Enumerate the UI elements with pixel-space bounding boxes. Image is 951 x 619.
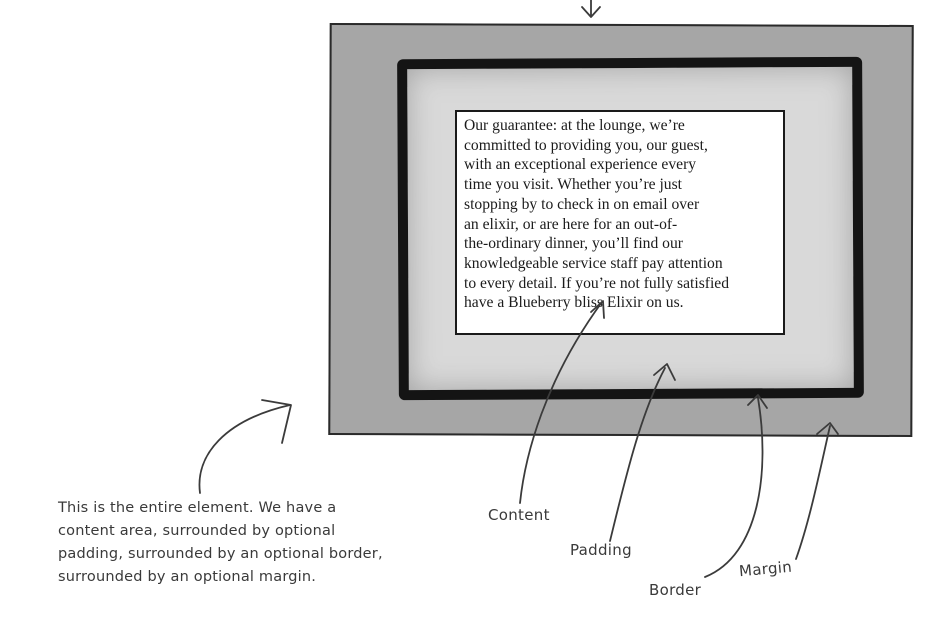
element-arrow	[198, 404, 291, 494]
caption-line: surrounded by an optional margin.	[58, 569, 317, 585]
caption-line: This is the entire element. We have a	[58, 500, 337, 516]
content-line: stopping by to check in on email over	[464, 195, 700, 213]
content-line: the-ordinary dinner, you’ll find our	[464, 235, 683, 253]
content-line: have a Blueberry bliss Elixir on us.	[464, 294, 684, 312]
label-padding: Padding	[570, 541, 632, 559]
content-line: to every detail. If you’re not fully sat…	[464, 274, 730, 292]
content-line: with an exceptional experience every	[464, 156, 697, 174]
content-line: an elixir, or are here for an out-of-	[464, 215, 678, 233]
label-border: Border	[649, 581, 702, 599]
element-arrow-head	[261, 399, 292, 444]
caption-line: padding, surrounded by an optional borde…	[58, 546, 383, 562]
content-box: Our guarantee: at the lounge, we’re comm…	[455, 110, 785, 335]
label-margin: Margin	[738, 557, 793, 581]
label-content: Content	[488, 506, 550, 524]
caption-line: content area, surrounded by optional	[58, 523, 336, 539]
content-line: knowledgeable service staff pay attentio…	[464, 254, 723, 272]
top-arrow	[581, 0, 601, 18]
content-line: time you visit. Whether you’re just	[464, 176, 682, 194]
element-caption: This is the entire element. We have a co…	[58, 497, 383, 589]
margin-arrow	[795, 425, 831, 560]
content-line: committed to providing you, our guest,	[464, 136, 708, 154]
content-line: Our guarantee: at the lounge, we’re	[464, 117, 685, 134]
